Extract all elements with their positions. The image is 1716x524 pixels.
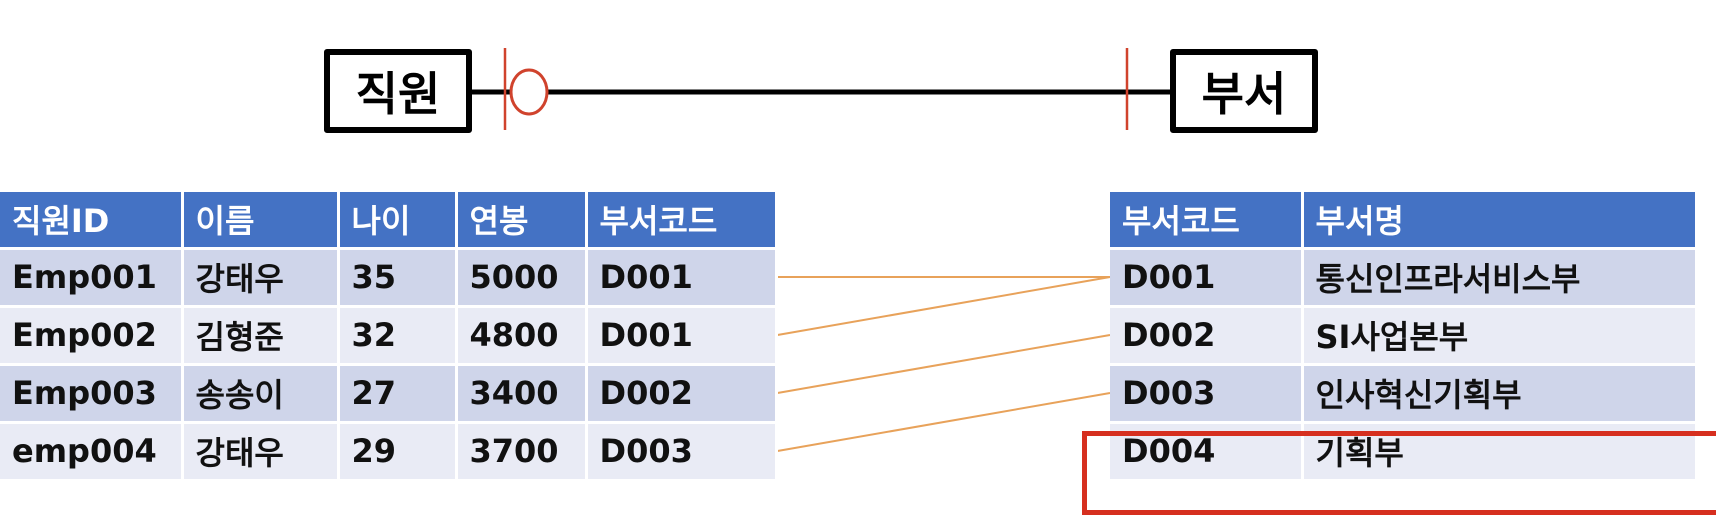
dept-code-cell: D002 [586, 364, 778, 424]
cardinality-zero-circle [509, 68, 549, 116]
dept-code-cell: D002 [1110, 306, 1304, 366]
fk-link-line [777, 276, 1111, 336]
unreferenced-row-highlight [1082, 431, 1716, 515]
entity-department: 부서 [1170, 49, 1318, 133]
dept-code-cell: D003 [586, 422, 778, 482]
fk-link-line [777, 334, 1111, 394]
entity-department-label: 부서 [1201, 67, 1287, 121]
table-header-row: 직원ID 이름 나이 연봉 부서코드 [0, 192, 778, 250]
table-row: D003 인사혁신기획부 [1110, 364, 1698, 424]
employee-table: 직원ID 이름 나이 연봉 부서코드 Emp001 강태우 35 5000 D0… [0, 192, 778, 482]
entity-employee: 직원 [324, 49, 472, 133]
age-cell: 27 [338, 364, 458, 424]
employee-id-cell: Emp003 [0, 364, 184, 424]
column-header: 연봉 [456, 192, 588, 250]
entity-employee-label: 직원 [355, 67, 441, 121]
employee-id-cell: Emp001 [0, 248, 184, 308]
name-cell: 강태우 [182, 248, 340, 308]
dept-code-cell: D001 [586, 248, 778, 308]
salary-cell: 3400 [456, 364, 588, 424]
age-cell: 32 [338, 306, 458, 366]
table-row: D001 통신인프라서비스부 [1110, 248, 1698, 308]
name-cell: 김형준 [182, 306, 340, 366]
table-row: emp004 강태우 29 3700 D003 [0, 422, 778, 482]
dept-code-cell: D003 [1110, 364, 1304, 424]
table-row: Emp003 송송이 27 3400 D002 [0, 364, 778, 424]
table-header-row: 부서코드 부서명 [1110, 192, 1698, 250]
column-header: 나이 [338, 192, 458, 250]
table-row: Emp002 김형준 32 4800 D001 [0, 306, 778, 366]
dept-name-cell: 인사혁신기획부 [1302, 364, 1698, 424]
salary-cell: 4800 [456, 306, 588, 366]
employee-id-cell: Emp002 [0, 306, 184, 366]
table-row: D002 SI사업본부 [1110, 306, 1698, 366]
salary-cell: 5000 [456, 248, 588, 308]
column-header: 부서코드 [586, 192, 778, 250]
column-header: 부서코드 [1110, 192, 1304, 250]
age-cell: 35 [338, 248, 458, 308]
salary-cell: 3700 [456, 422, 588, 482]
fk-link-line [777, 392, 1111, 452]
column-header: 이름 [182, 192, 340, 250]
dept-name-cell: 통신인프라서비스부 [1302, 248, 1698, 308]
table-row: Emp001 강태우 35 5000 D001 [0, 248, 778, 308]
department-table: 부서코드 부서명 D001 통신인프라서비스부 D002 SI사업본부 D003… [1110, 192, 1698, 482]
name-cell: 송송이 [182, 364, 340, 424]
dept-code-cell: D001 [586, 306, 778, 366]
age-cell: 29 [338, 422, 458, 482]
foreign-key-links [777, 276, 1111, 452]
column-header: 부서명 [1302, 192, 1698, 250]
dept-name-cell: SI사업본부 [1302, 306, 1698, 366]
employee-id-cell: emp004 [0, 422, 184, 482]
dept-code-cell: D001 [1110, 248, 1304, 308]
name-cell: 강태우 [182, 422, 340, 482]
column-header: 직원ID [0, 192, 184, 250]
